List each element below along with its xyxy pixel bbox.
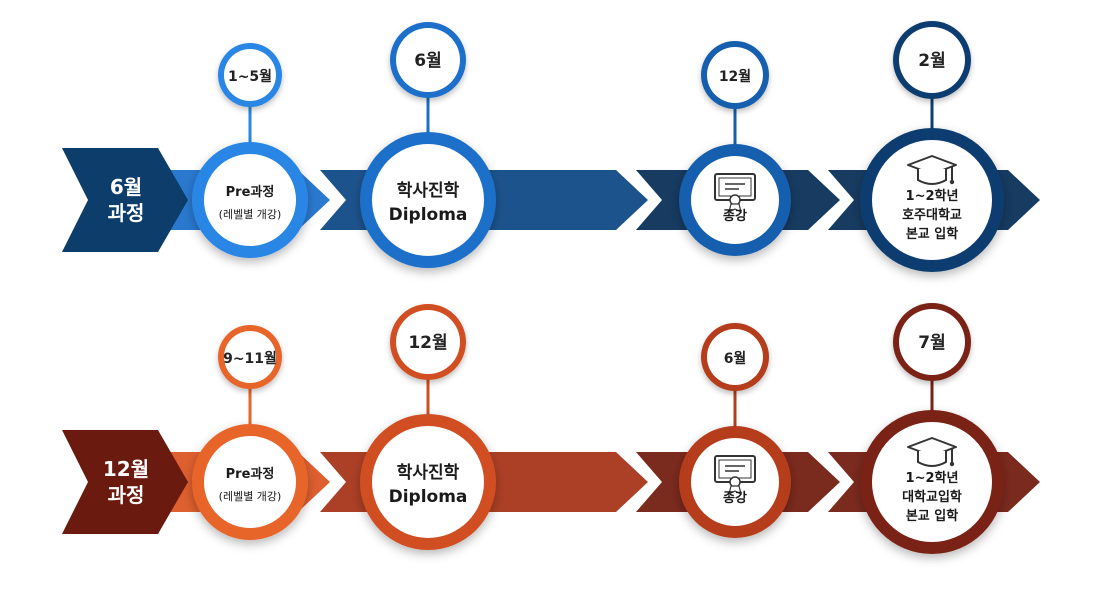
certificate-icon [714, 455, 756, 496]
stage-circle [872, 140, 992, 260]
stage-text: Diploma [389, 487, 468, 507]
date-label: 1~5월 [228, 68, 272, 85]
row-label-text: 6월 [110, 175, 142, 199]
stage-text: 1~2학년 [906, 470, 959, 486]
date-label: 2월 [918, 51, 945, 71]
date-bubble [396, 28, 460, 92]
stage-text: 학사진학 [397, 463, 460, 483]
stage-circle [372, 144, 484, 256]
date-label: 12월 [408, 333, 447, 353]
stage-text: (레벨별 개강) [219, 208, 282, 221]
stage-text: 본교 입학 [906, 226, 958, 242]
row-label-text: 과정 [108, 483, 145, 507]
stage-text: 1~2학년 [906, 188, 959, 204]
stage-text: (레벨별 개강) [219, 490, 282, 503]
stage-pre: 9~11월 Pre과정 (레벨별 개강) [192, 325, 308, 540]
date-bubble [707, 47, 763, 103]
stage-text: 학사진학 [397, 181, 460, 201]
date-bubble [224, 49, 276, 101]
stage-text: Pre과정 [226, 184, 275, 200]
stage-text: 본교 입학 [906, 508, 958, 524]
row-label-chevron [62, 148, 188, 252]
date-bubble [224, 331, 276, 383]
stage-text: 대학교입학 [902, 489, 962, 505]
stage-pre: 1~5월 Pre과정 (레벨별 개강) [192, 43, 308, 258]
stage-text: Diploma [389, 205, 468, 225]
stage-circle [204, 154, 296, 246]
row-label-text: 12월 [103, 457, 149, 481]
date-label: 12월 [719, 68, 751, 85]
date-label: 7월 [918, 333, 945, 353]
stage-text: 종강 [723, 208, 747, 224]
date-bubble [899, 309, 965, 375]
stage-circle [372, 426, 484, 538]
date-label: 6월 [414, 51, 441, 71]
certificate-icon [714, 173, 756, 214]
row-label-chevron [62, 430, 188, 534]
row-label-text: 과정 [108, 201, 145, 225]
stage-circle [872, 422, 992, 542]
date-bubble [396, 310, 460, 374]
date-label: 9~11월 [223, 350, 277, 367]
stage-text: Pre과정 [226, 466, 275, 482]
date-bubble [707, 329, 763, 385]
stage-text: 종강 [723, 490, 747, 506]
graduation-cap-icon [907, 437, 957, 467]
graduation-cap-icon [907, 155, 957, 185]
date-bubble [899, 27, 965, 93]
stage-circle [204, 436, 296, 528]
stage-text: 호주대학교 [902, 207, 962, 223]
date-label: 6월 [724, 350, 747, 367]
